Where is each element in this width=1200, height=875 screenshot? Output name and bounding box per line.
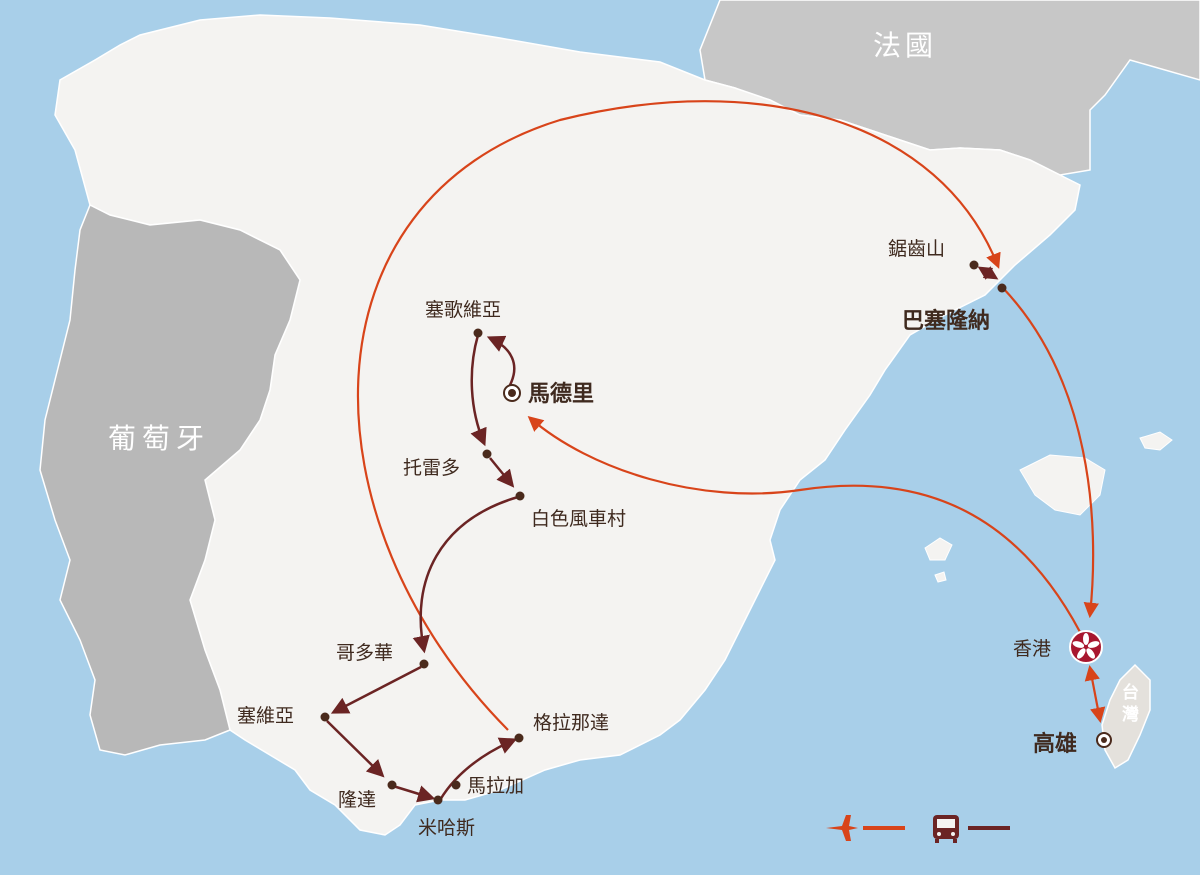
bus-route-madrid-segovia <box>486 335 516 386</box>
bus-route-toledo-consuegra <box>489 457 515 488</box>
portugal-region <box>39 203 301 756</box>
granada-dot <box>514 733 524 743</box>
formentera-island <box>934 571 947 583</box>
flight-route-hongkong-kaohsiung <box>1084 664 1106 724</box>
city-label-toledo: 托雷多 <box>403 457 460 479</box>
legend <box>826 815 1010 843</box>
city-label-granada: 格拉那達 <box>533 712 609 734</box>
city-label-hong-kong: 香港 <box>1013 638 1051 660</box>
country-label-france: 法國 <box>873 29 937 62</box>
ibiza-island <box>924 537 953 561</box>
city-label-ronda: 隆達 <box>338 789 376 811</box>
bus-route-seville-ronda <box>326 720 385 778</box>
ronda-dot <box>387 780 397 790</box>
malaga-dot <box>451 780 461 790</box>
city-label-mijas: 米哈斯 <box>418 817 475 839</box>
menorca-island <box>1139 431 1173 451</box>
kaohsiung-marker <box>1096 732 1112 748</box>
mallorca-island <box>1019 454 1106 516</box>
barcelona-dot <box>997 283 1007 293</box>
cordoba-dot <box>419 659 429 669</box>
city-label-consuegra: 白色風車村 <box>531 508 626 530</box>
consuegra-dot <box>515 491 525 501</box>
svg-text:台灣: 台灣 <box>1122 682 1139 725</box>
bus-icon <box>933 815 959 843</box>
taiwan-island <box>1101 663 1151 770</box>
country-label-taiwan: 台灣 <box>1122 682 1139 725</box>
city-label-barcelona: 巴塞隆納 <box>902 308 990 334</box>
bus-route-ronda-mijas <box>392 784 436 803</box>
toledo-dot <box>482 449 492 459</box>
city-label-malaga: 馬拉加 <box>467 775 524 797</box>
city-label-madrid: 馬德里 <box>528 381 594 407</box>
city-label-montserrat: 鋸齒山 <box>888 238 945 260</box>
flight-route-barcelona-hongkong <box>1002 287 1099 619</box>
montserrat-dot <box>969 260 979 270</box>
seville-dot <box>320 712 330 722</box>
airplane-icon <box>826 815 858 841</box>
city-label-kaohsiung: 高雄 <box>1033 731 1077 757</box>
city-label-seville: 塞維亞 <box>237 705 294 727</box>
bus-route-mijas-granada <box>438 737 518 801</box>
segovia-dot <box>473 328 483 338</box>
bus-route-cordoba-seville <box>330 665 422 714</box>
country-label-portugal: 葡萄牙 <box>108 422 210 455</box>
city-label-segovia: 塞歌維亞 <box>425 299 501 321</box>
bus-route-consuegra-cordoba <box>412 495 519 654</box>
hong-kong-flag-icon <box>1069 630 1103 664</box>
flight-route-hongkong-madrid <box>527 415 1081 633</box>
bus-route-segovia-toledo <box>470 334 487 447</box>
mijas-dot <box>433 795 443 805</box>
montserrat-barcelona-link <box>977 266 999 280</box>
madrid-marker <box>503 384 521 402</box>
flight-route-granada-barcelona <box>356 100 1001 731</box>
city-label-cordoba: 哥多華 <box>336 642 393 664</box>
